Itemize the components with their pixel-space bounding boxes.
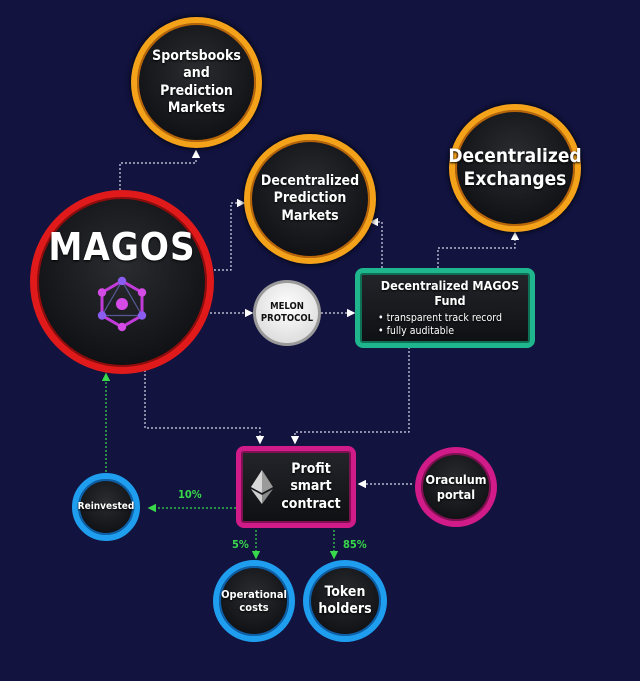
operational-costs-label: Operational costs [221, 587, 287, 614]
sportsbooks-label: Sportsbooks and Prediction Markets [152, 48, 241, 116]
decentralized-prediction-label: Decentralized Prediction Markets [260, 173, 360, 224]
arrow-fund-to-profit [290, 347, 410, 445]
reinvested-label: Reinvested [77, 500, 135, 512]
profit-contract-label: Profit smart contract [281, 461, 341, 512]
magos-fund-title: Decentralized MAGOS Fund [380, 277, 520, 309]
reinvested-percent: 10% [178, 488, 202, 501]
arrow-fund-to-prediction [369, 217, 383, 268]
oraculum-portal-label: Oraculum portal [425, 471, 487, 502]
magos-logo-icon [97, 276, 147, 332]
arrow-magos-to-profit [144, 370, 265, 445]
decentralized-exchanges-node: Decentralized Exchanges [448, 104, 582, 232]
magos-fund-node: Decentralized MAGOS Fund • transparent t… [355, 268, 535, 348]
magos-node: MAGOS [30, 190, 214, 374]
operational-costs-node: Operational costs [213, 560, 295, 642]
decentralized-prediction-node: Decentralized Prediction Markets [244, 134, 376, 264]
token-holders-label: Token holders [318, 583, 372, 617]
decentralized-exchanges-label: Decentralized Exchanges [448, 144, 582, 190]
reinvested-node: Reinvested [72, 473, 140, 541]
profit-contract-node: Profit smart contract [236, 446, 356, 528]
magos-fund-bullet-1: • transparent track record [378, 312, 502, 325]
arrow-magos-to-prediction [214, 198, 246, 271]
ethereum-icon [251, 470, 274, 504]
token-holders-node: Token holders [303, 560, 387, 642]
arrow-fund-to-exchanges [437, 231, 520, 268]
melon-protocol-node: MELON PROTOCOL [253, 280, 321, 346]
arrow-magos-to-sportsbooks [119, 149, 201, 190]
melon-protocol-label: MELON PROTOCOL [260, 301, 314, 324]
magos-title: MAGOS [48, 224, 196, 269]
oraculum-portal-node: Oraculum portal [415, 447, 497, 527]
magos-fund-bullet-2: • fully auditable [378, 325, 455, 338]
sportsbooks-node: Sportsbooks and Prediction Markets [131, 17, 262, 148]
token-holders-percent: 85% [343, 538, 367, 551]
operational-percent: 5% [232, 538, 249, 551]
